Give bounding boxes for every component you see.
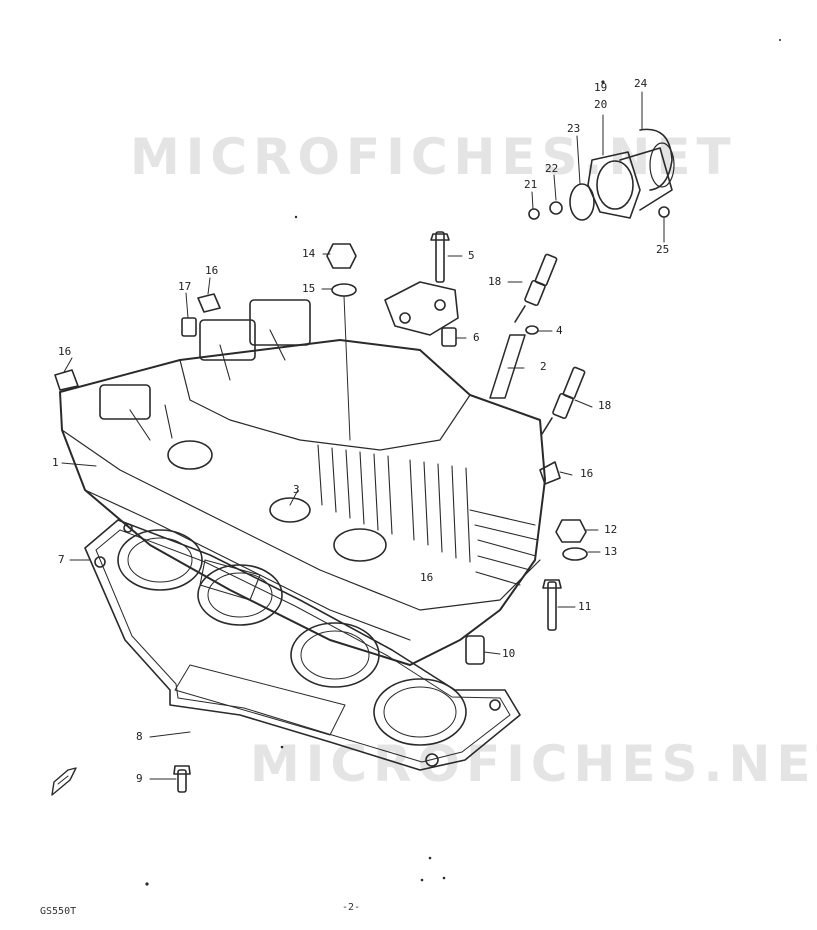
intake-pipe-assembly: [528, 128, 675, 221]
dowel-6: [441, 327, 457, 347]
callout-5: 5: [468, 249, 475, 262]
callout-16-top: 16: [205, 264, 219, 277]
callout-24: 24: [634, 77, 648, 90]
nut-12: [555, 519, 587, 543]
callout-2: 2: [540, 360, 547, 373]
clamp-24: [639, 128, 673, 191]
head-gasket: [84, 519, 521, 771]
model-code: GS550T: [40, 906, 77, 917]
o-ring-23: [569, 183, 595, 221]
callout-3: 3: [293, 483, 300, 496]
plug-16-left-top: [197, 293, 221, 313]
callout-14: 14: [302, 247, 316, 260]
callout-11: 11: [578, 600, 592, 613]
callout-16-center: 16: [420, 571, 434, 584]
callout-21: 21: [524, 178, 538, 191]
page-number: -2-: [342, 902, 361, 913]
front-direction-icon: [51, 767, 77, 796]
callout-6: 6: [473, 331, 480, 344]
callout-13: 13: [604, 545, 618, 558]
callout-25: 25: [656, 243, 670, 256]
spark-plug-lower: [541, 366, 586, 435]
seal-4: [525, 325, 539, 335]
dowel-17: [181, 317, 197, 337]
gasket-bore-3: [290, 622, 380, 688]
washer-15: [331, 283, 357, 297]
callout-19: 19: [594, 81, 608, 94]
nut-14: [326, 243, 357, 269]
callout-7: 7: [58, 553, 65, 566]
callout-8: 8: [136, 730, 143, 743]
washer-13: [562, 547, 588, 561]
dowel-10: [465, 635, 485, 665]
callout-20: 20: [594, 98, 608, 111]
leader-lines: [61, 91, 665, 780]
callout-18-lower: 18: [598, 399, 612, 412]
gasket-bore-1: [117, 529, 203, 591]
bolt-5: [435, 231, 445, 283]
callout-18-upper: 18: [488, 275, 502, 288]
screw-25: [658, 206, 670, 218]
oil-pipe: [489, 334, 526, 399]
callout-9: 9: [136, 772, 143, 785]
callout-15: 15: [302, 282, 316, 295]
cylinder-head: [59, 299, 546, 666]
bolt-11: [547, 581, 557, 631]
callout-22: 22: [545, 162, 559, 175]
cam-cap: [384, 281, 459, 336]
scan-specks: [145, 39, 781, 886]
watermark-bottom: MICROFICHES.NET: [250, 735, 817, 793]
screw-21: [528, 208, 540, 220]
plug-16-right: [539, 461, 561, 485]
callout-16-right: 16: [580, 467, 594, 480]
callout-17: 17: [178, 280, 192, 293]
bolt-9: [177, 769, 187, 793]
callout-16-left: 16: [58, 345, 72, 358]
callout-1: 1: [52, 456, 59, 469]
plug-16-left: [54, 369, 79, 391]
callout-12: 12: [604, 523, 618, 536]
gasket-bore-4: [373, 678, 467, 746]
callout-23: 23: [567, 122, 581, 135]
washer-22: [549, 201, 563, 215]
spark-plug-upper: [514, 253, 558, 323]
callout-4: 4: [556, 324, 563, 337]
callout-10: 10: [502, 647, 516, 660]
